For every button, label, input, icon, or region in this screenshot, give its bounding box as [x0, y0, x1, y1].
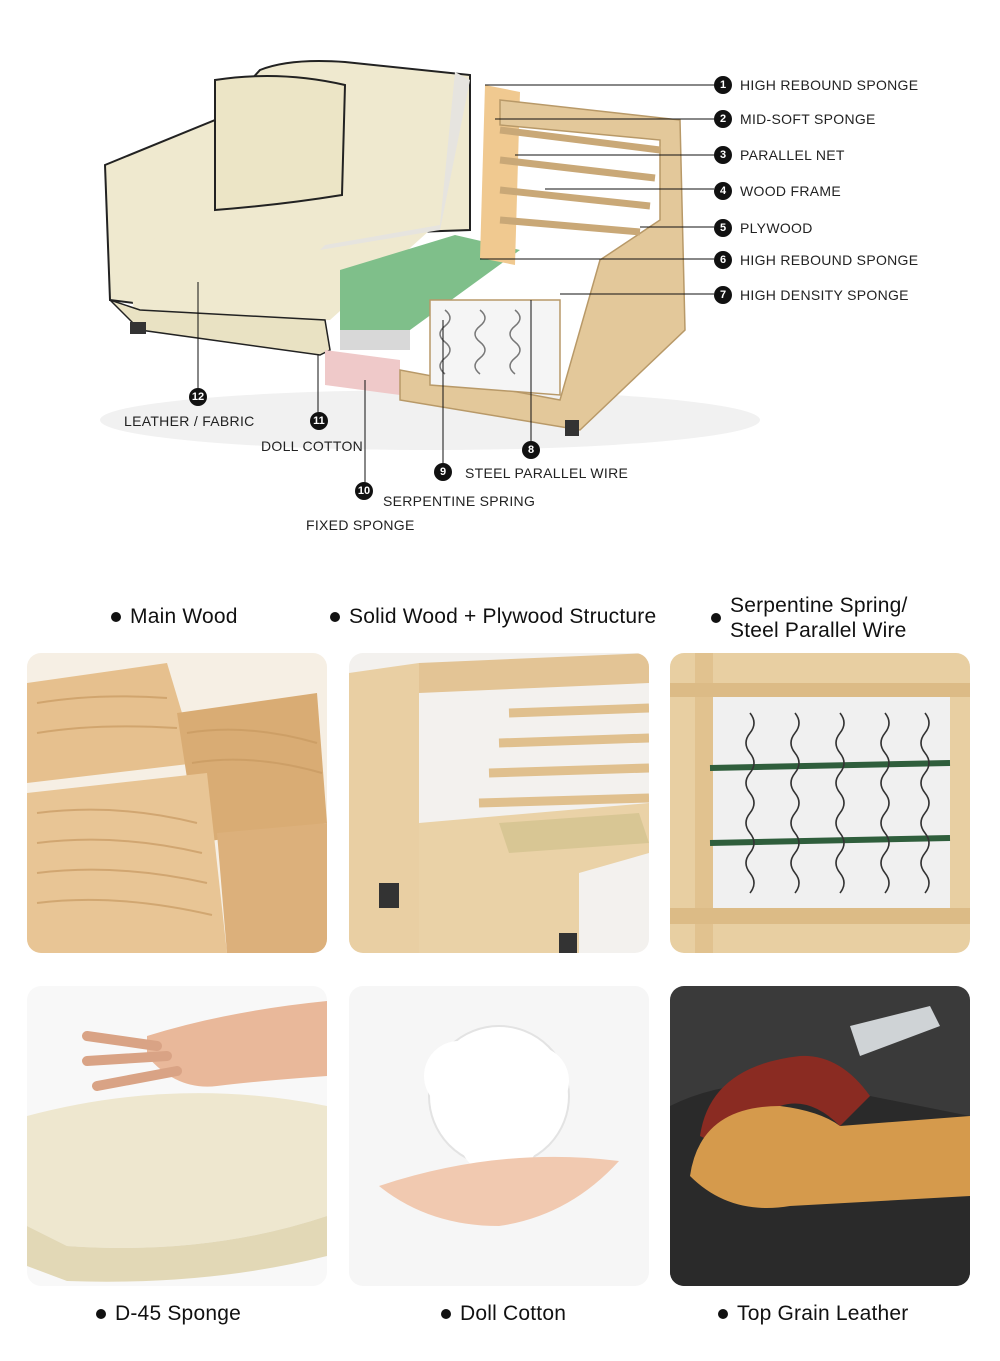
- callout-12-number: 12: [189, 388, 207, 406]
- sofa-cutaway-illustration: [100, 60, 760, 482]
- caption-main-wood: Main Wood: [111, 605, 238, 629]
- callout-label: HIGH REBOUND SPONGE: [740, 77, 919, 93]
- caption-line-1: Serpentine Spring/: [730, 594, 908, 617]
- callout-label: HIGH DENSITY SPONGE: [740, 287, 909, 303]
- callout-1: 1 HIGH REBOUND SPONGE: [714, 76, 918, 94]
- callout-3: 3 PARALLEL NET: [714, 146, 845, 164]
- callout-label: WOOD FRAME: [740, 183, 841, 199]
- callout-10-number: 10: [355, 482, 373, 500]
- callout-number: 3: [714, 146, 732, 164]
- top-grain-leather-image: [670, 986, 970, 1286]
- callout-11-label: DOLL COTTON: [261, 438, 364, 454]
- main-wood-image: [27, 653, 327, 953]
- bullet-icon: [96, 1309, 106, 1319]
- callout-5: 5 PLYWOOD: [714, 219, 813, 237]
- callout-9-label: STEEL PARALLEL WIRE: [465, 465, 629, 481]
- callout-10-label: SERPENTINE SPRING: [383, 493, 536, 509]
- caption-text: Top Grain Leather: [737, 1302, 909, 1325]
- bullet-icon: [441, 1309, 451, 1319]
- callout-9-number: 9: [434, 463, 452, 481]
- caption-text: D-45 Sponge: [115, 1302, 241, 1325]
- caption-doll-cotton: Doll Cotton: [441, 1302, 566, 1326]
- caption-solid-wood-plywood: Solid Wood + Plywood Structure: [330, 605, 656, 629]
- caption-text-two-line: Serpentine Spring/ Steel Parallel Wire: [730, 593, 908, 643]
- callout-number: 1: [714, 76, 732, 94]
- callout-2: 2 MID-SOFT SPONGE: [714, 110, 876, 128]
- callout-7: 7 HIGH DENSITY SPONGE: [714, 286, 909, 304]
- callout-11-number: 11: [310, 412, 328, 430]
- callout-label: PLYWOOD: [740, 220, 813, 236]
- bullet-icon: [711, 613, 721, 623]
- callout-number: 4: [714, 182, 732, 200]
- fixed-sponge-label: FIXED SPONGE: [306, 517, 415, 533]
- bullet-icon: [718, 1309, 728, 1319]
- bullet-icon: [330, 612, 340, 622]
- callout-number: 6: [714, 251, 732, 269]
- callout-label: PARALLEL NET: [740, 147, 845, 163]
- wood-frame-image: [349, 653, 649, 953]
- doll-cotton-image: [349, 986, 649, 1286]
- spring-wire-image: [670, 653, 970, 953]
- callout-4: 4 WOOD FRAME: [714, 182, 841, 200]
- caption-top-grain-leather: Top Grain Leather: [718, 1302, 909, 1326]
- caption-line-2: Steel Parallel Wire: [730, 619, 907, 642]
- bullet-icon: [111, 612, 121, 622]
- callout-number: 5: [714, 219, 732, 237]
- caption-text: Solid Wood + Plywood Structure: [349, 605, 657, 628]
- callout-number: 2: [714, 110, 732, 128]
- callout-label: MID-SOFT SPONGE: [740, 111, 876, 127]
- callout-label: HIGH REBOUND SPONGE: [740, 252, 919, 268]
- callout-8-number: 8: [522, 441, 540, 459]
- callout-number: 7: [714, 286, 732, 304]
- caption-text: Main Wood: [130, 605, 238, 628]
- caption-serpentine-spring: Serpentine Spring/ Steel Parallel Wire: [711, 593, 908, 643]
- caption-d45-sponge: D-45 Sponge: [96, 1302, 241, 1326]
- callout-6: 6 HIGH REBOUND SPONGE: [714, 251, 918, 269]
- d45-sponge-image: [27, 986, 327, 1286]
- sofa-structure-diagram: 1 HIGH REBOUND SPONGE 2 MID-SOFT SPONGE …: [0, 0, 1000, 560]
- callout-12-label: LEATHER / FABRIC: [124, 413, 255, 429]
- caption-text: Doll Cotton: [460, 1302, 567, 1325]
